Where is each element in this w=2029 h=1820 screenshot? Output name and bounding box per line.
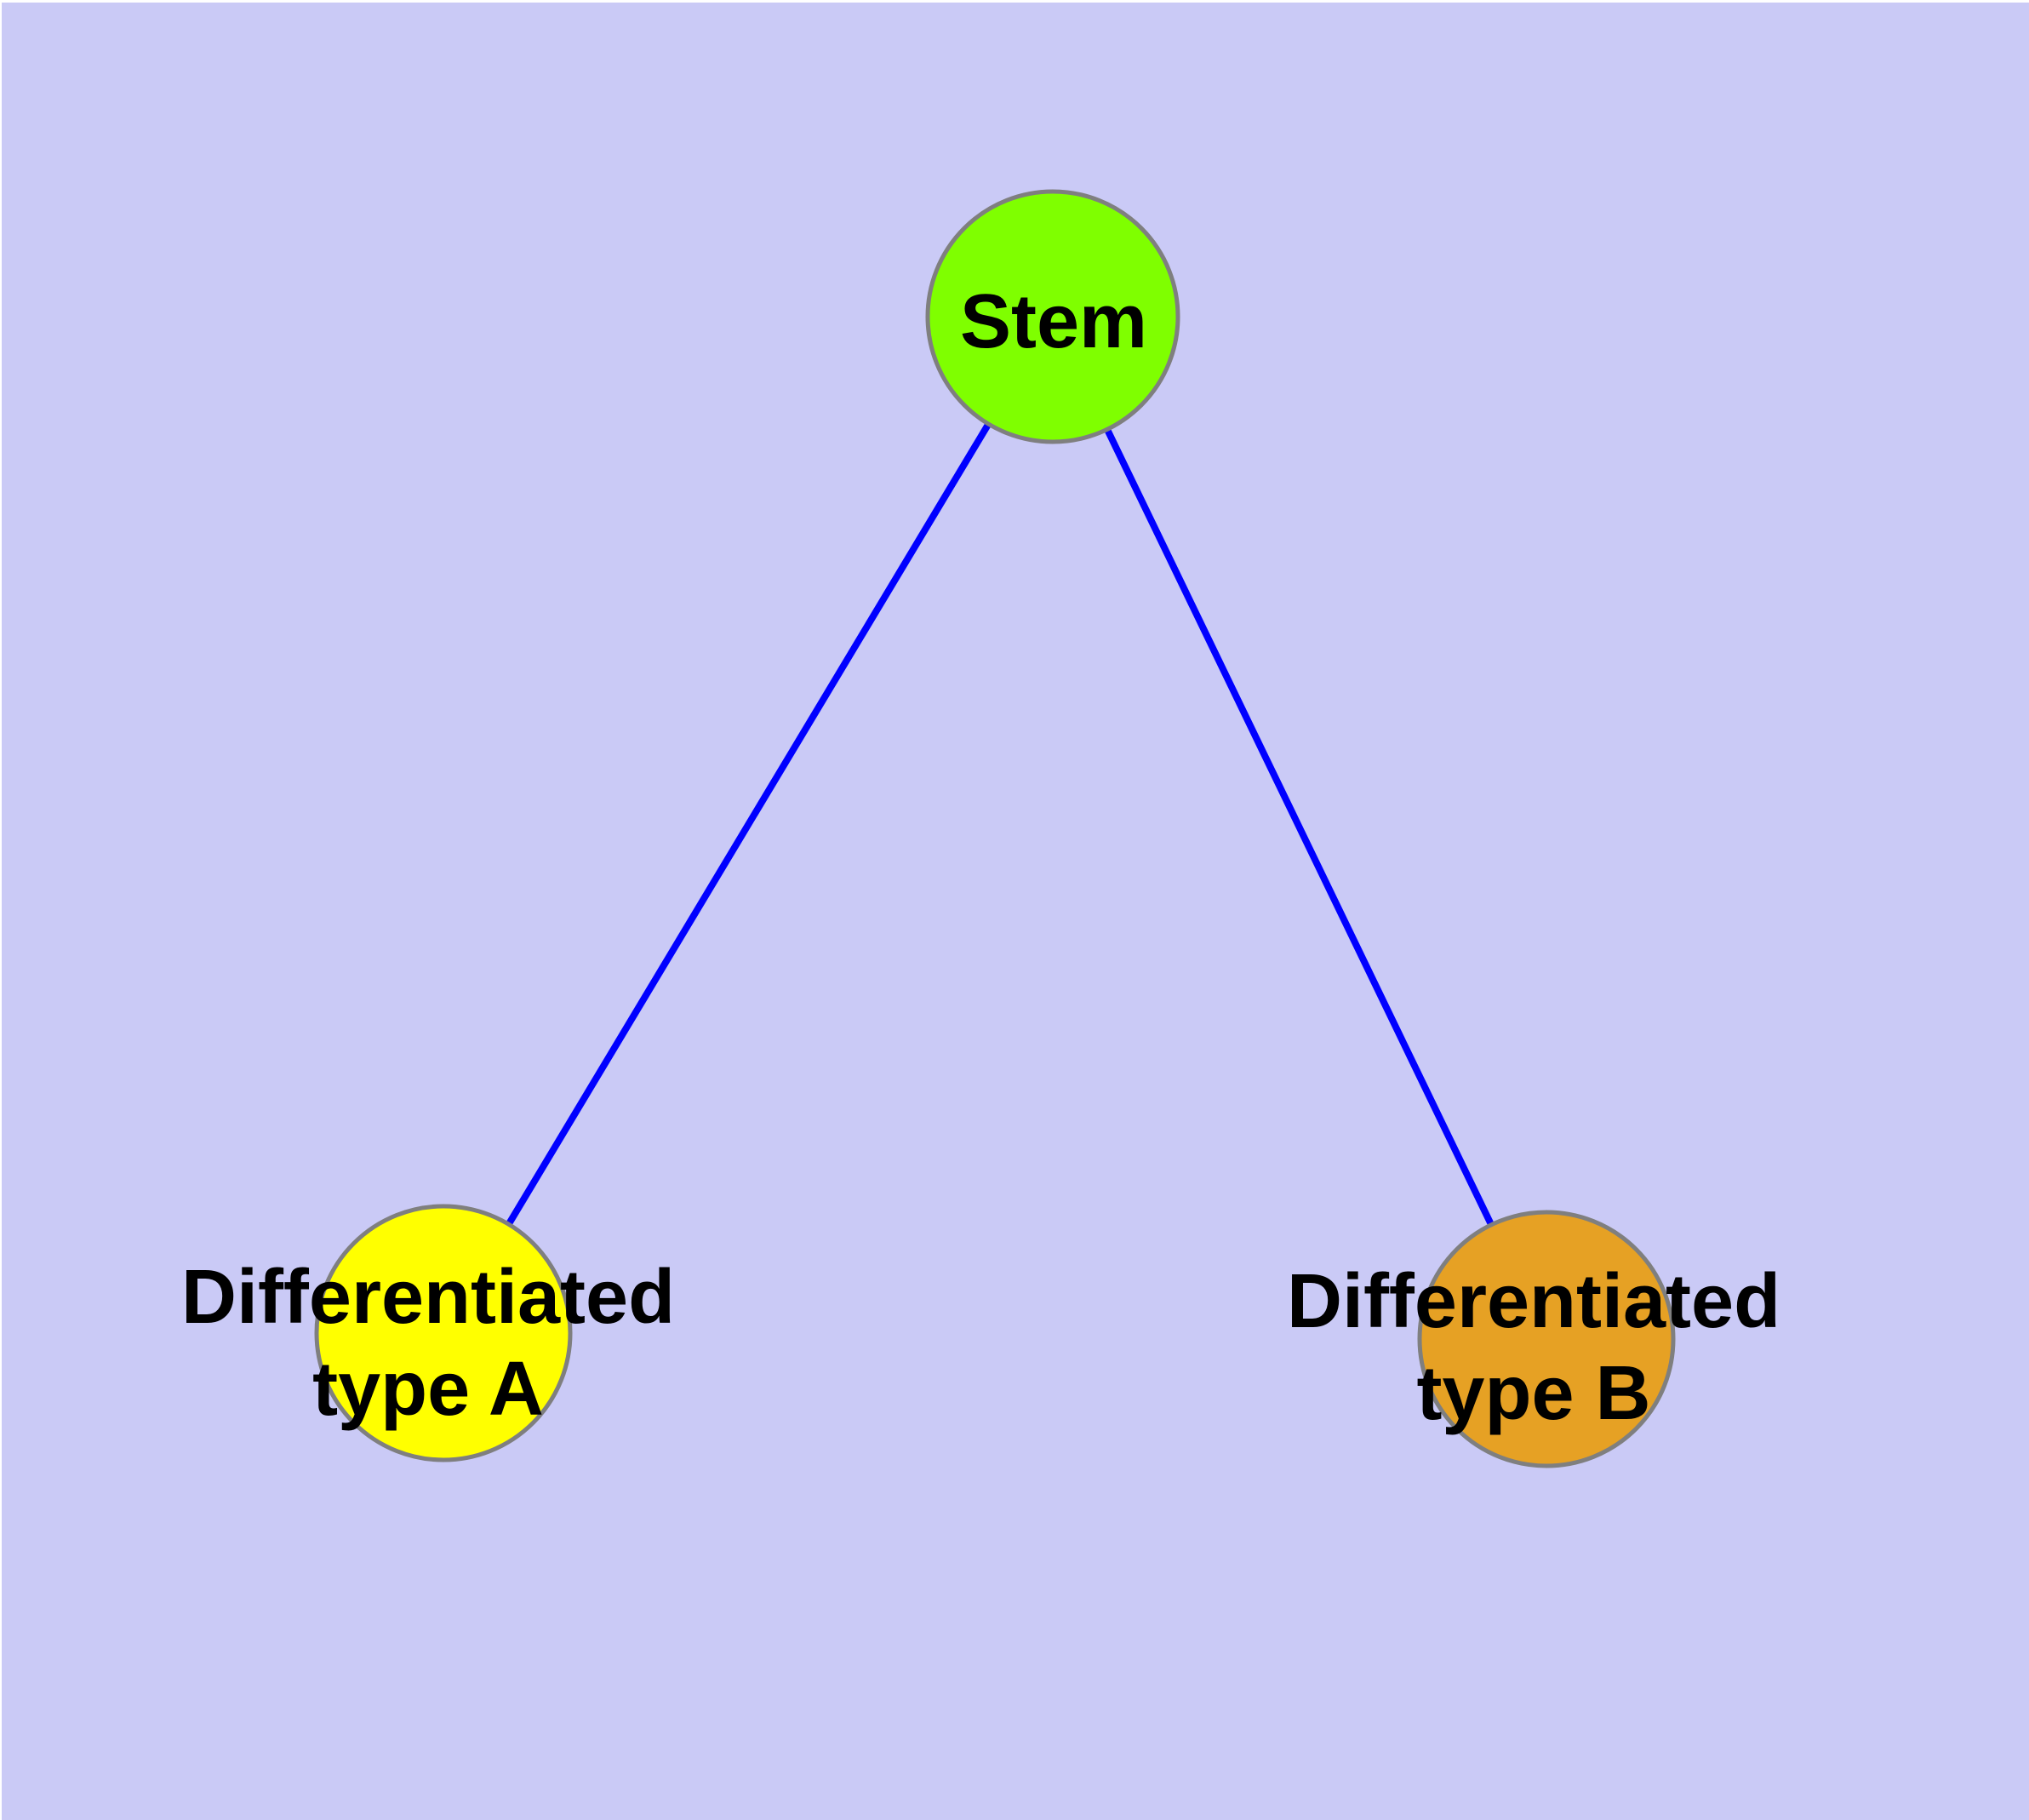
node-type-b-label: Differentiated type B — [1287, 1256, 1780, 1439]
node-stem-label-text: Stem — [959, 279, 1148, 364]
edge-stem-to-type-a — [440, 314, 1056, 1336]
node-stem-circle — [925, 189, 1180, 444]
node-type-b-circle — [1417, 1210, 1676, 1468]
node-type-b-label-line2: type B — [1416, 1351, 1651, 1436]
node-type-a-circle — [314, 1204, 573, 1462]
node-type-a-label-line2: type A — [312, 1347, 544, 1432]
node-type-a-label-line1: Differentiated — [180, 1255, 676, 1340]
edge-stem-to-type-b — [1049, 315, 1550, 1341]
node-type-a-label: Differentiated type A — [181, 1251, 675, 1435]
node-type-b-label-line1: Differentiated — [1286, 1259, 1781, 1344]
node-stem-label: Stem — [960, 276, 1147, 368]
